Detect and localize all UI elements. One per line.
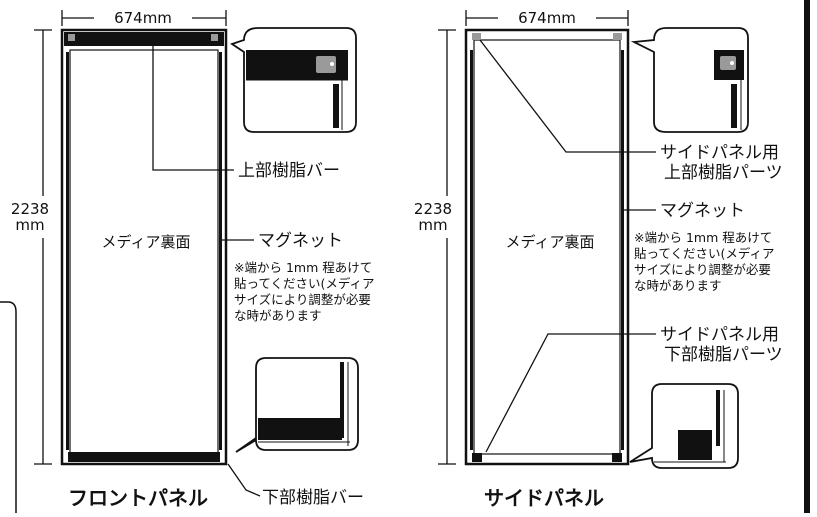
side-note-line-2: 貼ってください(メディア	[634, 246, 775, 261]
side-note-line-3: サイズにより調整が必要	[634, 262, 771, 277]
front-right-magnet-strip	[219, 52, 222, 450]
front-note-line-1: ※端から 1mm 程あけて	[234, 260, 372, 275]
front-top-zoom-callout	[229, 27, 357, 133]
side-lower-parts-line-1: サイドパネル用	[660, 325, 779, 345]
front-panel-title: フロントパネル	[68, 486, 208, 510]
side-note-line-1: ※端から 1mm 程あけて	[634, 230, 772, 245]
front-height-value: 2238	[11, 200, 49, 218]
side-lower-parts-line-2: 下部樹脂パーツ	[664, 345, 783, 365]
front-note-line-3: サイズにより調整が必要	[234, 292, 371, 307]
front-note-line-2: 貼ってください(メディア	[234, 276, 375, 291]
side-width-dimension: 674mm	[465, 9, 629, 27]
front-panel-group: 674mm 2238 mm メディア裏面 上部樹脂バー マグネット ※端から 1…	[11, 9, 375, 510]
front-left-magnet-strip	[66, 52, 69, 450]
side-magnet-note: ※端から 1mm 程あけて 貼ってください(メディア サイズにより調整が必要 な…	[634, 230, 775, 293]
side-height-value: 2238	[414, 200, 452, 218]
front-panel-media-area	[69, 49, 219, 455]
side-panel-group: 674mm 2238 mm メディア裏面 サイドパネル用 上部樹脂パーツ マグネ…	[414, 9, 783, 510]
front-height-dimension: 2238 mm	[11, 29, 52, 465]
front-bottom-zoom-callout	[235, 357, 359, 453]
side-left-magnet-strip	[470, 50, 473, 450]
side-magnet-label: マグネット	[660, 201, 745, 221]
side-panel-title: サイドパネル	[484, 486, 604, 510]
side-lower-parts-leader	[485, 333, 656, 453]
side-top-right-part	[613, 33, 622, 40]
front-magnet-note: ※端から 1mm 程あけて 貼ってください(メディア サイズにより調整が必要 な…	[234, 260, 375, 323]
side-media-label: メディア裏面	[506, 233, 595, 251]
front-bottom-bar-leader	[227, 463, 261, 497]
side-bottom-left-part	[472, 453, 482, 462]
front-top-bar-leader	[152, 46, 234, 171]
front-width-dimension: 674mm	[61, 9, 227, 27]
front-magnet-label: マグネット	[258, 231, 343, 251]
front-top-resin-bar	[64, 32, 224, 46]
front-height-unit: mm	[15, 216, 44, 234]
side-height-unit: mm	[418, 216, 447, 234]
side-top-left-part	[472, 33, 481, 40]
side-upper-parts-line-1: サイドパネル用	[660, 143, 779, 163]
front-width-label: 674mm	[114, 9, 172, 27]
front-top-left-screw	[68, 34, 75, 41]
front-bottom-bar-label: 下部樹脂バー	[262, 488, 364, 508]
front-top-right-screw	[211, 34, 218, 41]
side-upper-parts-leader	[479, 39, 656, 153]
front-media-label: メディア裏面	[102, 233, 191, 251]
side-right-magnet-strip	[621, 50, 624, 450]
side-upper-parts-line-2: 上部樹脂パーツ	[664, 163, 783, 183]
front-top-bar-label: 上部樹脂バー	[238, 161, 340, 181]
side-height-dimension: 2238 mm	[414, 29, 456, 465]
right-edge-rule	[804, 0, 810, 513]
front-note-line-4: な時があります	[234, 308, 322, 323]
front-bottom-resin-bar	[68, 452, 220, 462]
side-top-zoom-callout	[630, 27, 749, 133]
side-panel-media-area	[473, 39, 621, 455]
side-bottom-zoom-callout	[629, 383, 739, 469]
side-width-label: 674mm	[518, 9, 576, 27]
left-edge-bracket	[0, 301, 17, 513]
side-note-line-4: な時があります	[634, 278, 722, 293]
side-bottom-right-part	[612, 453, 622, 462]
